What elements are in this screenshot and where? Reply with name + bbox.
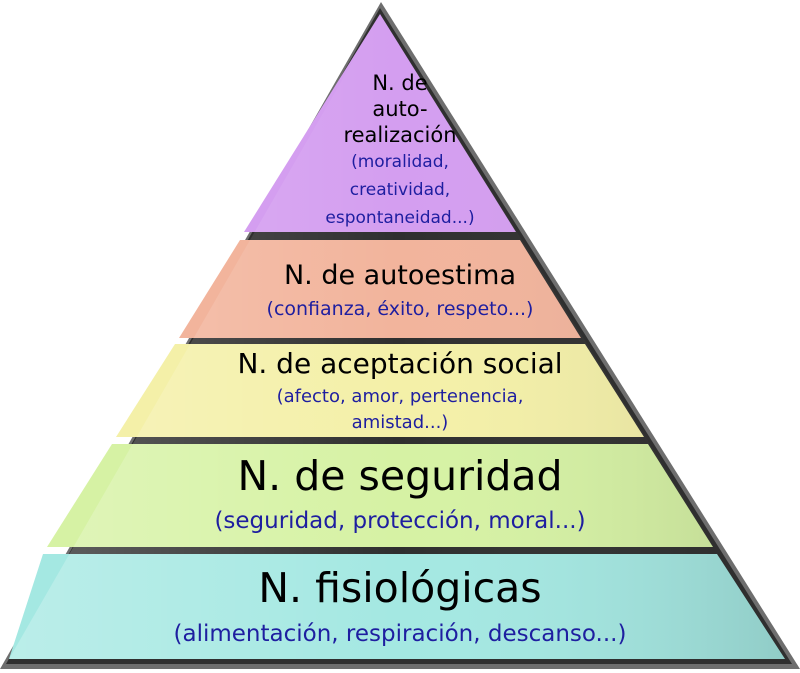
tier-physiological-title: N. fisiológicas	[258, 564, 542, 612]
tier-self-actualization-examples: (moralidad, creatividad, espontaneidad..…	[290, 148, 510, 232]
tier-social-acceptance-title: N. de aceptación social	[237, 347, 563, 380]
pyramid-shading	[9, 14, 785, 659]
tier-safety-title: N. de seguridad	[237, 452, 563, 500]
tier-physiological-examples: (alimentación, respiración, descanso...)	[173, 621, 627, 647]
tier-esteem-title: N. de autoestima	[283, 260, 517, 291]
tier-esteem-examples: (confianza, éxito, respeto...)	[266, 298, 534, 320]
tier-self-actualization-label: N. de auto- realización (moralidad, crea…	[290, 70, 510, 232]
examples-line: (afecto, amor, pertenencia,	[276, 386, 524, 407]
title-line: N. de	[372, 71, 428, 95]
title-line: realización	[343, 123, 457, 147]
tier-physiological-label: N. fisiológicas (alimentación, respiraci…	[60, 560, 740, 652]
examples-line: (moralidad,	[351, 152, 449, 172]
tier-safety-examples: (seguridad, protección, moral...)	[214, 508, 586, 534]
tier-social-acceptance-label: N. de aceptación social (afecto, amor, p…	[150, 344, 650, 436]
title-line: auto-	[372, 97, 428, 121]
examples-line: creatividad,	[349, 180, 451, 200]
examples-line: amistad...)	[351, 412, 449, 433]
tier-self-actualization-title: N. de auto- realización	[290, 70, 510, 148]
tier-esteem-label: N. de autoestima (confianza, éxito, resp…	[180, 258, 620, 324]
examples-line: espontaneidad...)	[325, 208, 475, 228]
tier-safety-label: N. de seguridad (seguridad, protección, …	[110, 449, 690, 539]
